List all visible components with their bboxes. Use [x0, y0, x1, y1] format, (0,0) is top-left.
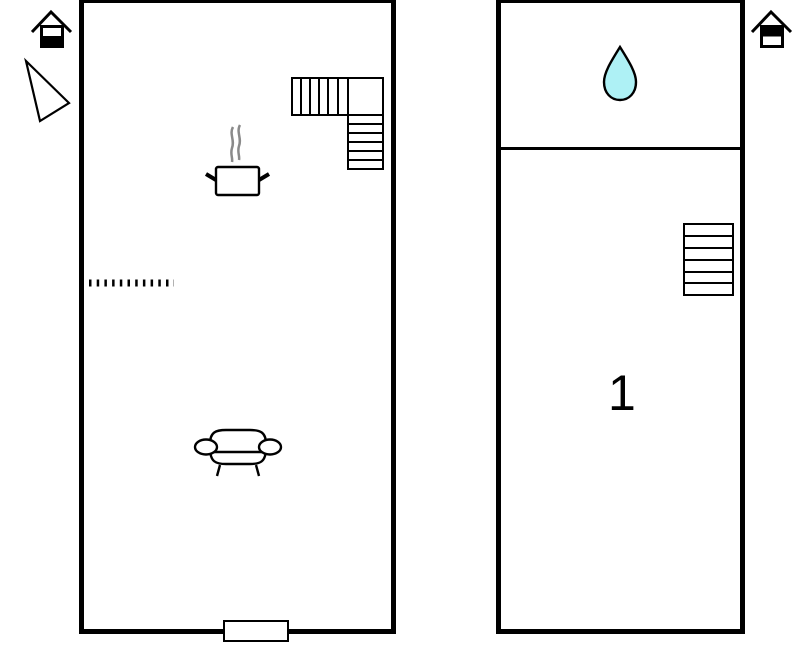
floor-indicator-upper-icon [750, 9, 793, 48]
entrance-door[interactable] [223, 620, 289, 642]
floor-indicator-ground-icon [30, 9, 73, 48]
staircase-icon [291, 77, 384, 170]
armchair-icon [193, 428, 283, 477]
staircase-icon [683, 223, 734, 296]
upper-floor-plan [496, 0, 745, 634]
water-drop-icon [602, 44, 638, 102]
room-number-label: 1 [608, 365, 636, 421]
kitchen-pot-icon [204, 124, 271, 197]
north-arrow-icon [24, 57, 71, 123]
bathroom-divider-wall [499, 147, 741, 150]
partition-dashed-line [89, 279, 174, 287]
